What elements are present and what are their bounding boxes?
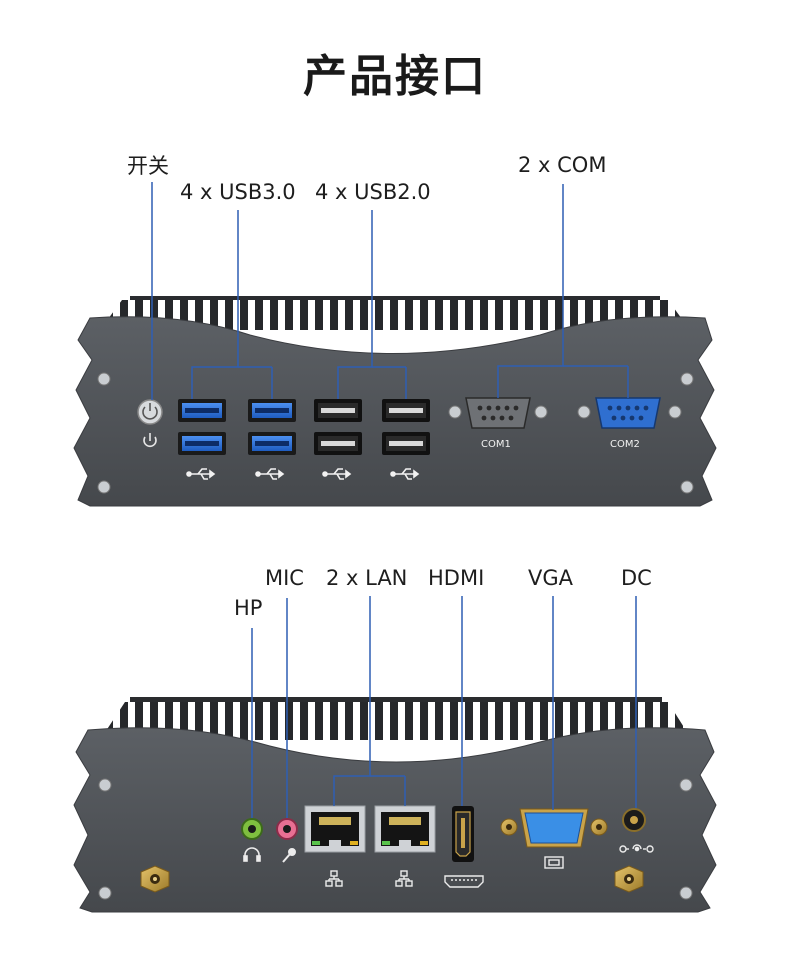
- bottom-callout-lines: [251, 596, 637, 818]
- monitor-icon: [544, 856, 564, 869]
- usb2-port[interactable]: [382, 432, 430, 455]
- usb2-port[interactable]: [382, 399, 430, 422]
- antenna-connector-right[interactable]: [614, 865, 644, 893]
- headphone-jack[interactable]: [241, 818, 263, 840]
- com1-port[interactable]: [448, 397, 548, 429]
- usb3-port[interactable]: [178, 432, 226, 455]
- com1-port-label: COM1: [481, 439, 511, 450]
- network-icon: [325, 870, 343, 887]
- screw-icon: [679, 778, 693, 792]
- lan-port[interactable]: [304, 805, 366, 853]
- bottom-device: [73, 596, 717, 913]
- dc-polarity-icon: [619, 844, 654, 853]
- hdmi-label: HDMI: [428, 566, 485, 590]
- bottom-heatsink-fins: [100, 697, 692, 740]
- hdmi-port[interactable]: [452, 806, 474, 862]
- headphone-icon: [243, 847, 261, 862]
- power-icon: [143, 433, 157, 448]
- lan-port[interactable]: [374, 805, 436, 853]
- microphone-icon: [282, 848, 296, 863]
- screw-icon: [98, 886, 112, 900]
- vga-label: VGA: [528, 566, 574, 590]
- usb2-port[interactable]: [314, 399, 362, 422]
- usb2-port[interactable]: [314, 432, 362, 455]
- mic-jack[interactable]: [276, 818, 298, 840]
- screw-icon: [680, 372, 694, 386]
- screw-icon: [97, 480, 111, 494]
- usb3-port[interactable]: [178, 399, 226, 422]
- top-device: [73, 182, 717, 507]
- usb3-ports: [178, 399, 296, 455]
- dc-label: DC: [621, 566, 652, 590]
- screw-icon: [98, 778, 112, 792]
- com2-port-label: COM2: [610, 439, 640, 450]
- page-title: 产品接口: [303, 51, 487, 102]
- network-icon: [395, 870, 413, 887]
- usb2-label: 4 x USB2.0: [315, 180, 431, 204]
- usb3-port[interactable]: [248, 432, 296, 455]
- antenna-connector-left[interactable]: [140, 865, 170, 893]
- top-heatsink-fins: [100, 296, 690, 330]
- mic-label: MIC: [265, 566, 304, 590]
- vga-port[interactable]: [500, 808, 608, 848]
- usb-icon: [322, 468, 352, 480]
- hdmi-icon: [444, 875, 484, 888]
- usb2-ports: [314, 399, 430, 455]
- com-label: 2 x COM: [518, 153, 607, 177]
- power-label: 开关: [127, 154, 169, 178]
- lan-label: 2 x LAN: [326, 566, 408, 590]
- screw-icon: [680, 480, 694, 494]
- usb3-label: 4 x USB3.0: [180, 180, 296, 204]
- power-button[interactable]: [137, 399, 163, 425]
- screw-icon: [97, 372, 111, 386]
- usb-icon: [255, 468, 285, 480]
- com2-port[interactable]: [577, 397, 682, 429]
- top-callout-lines: [151, 182, 629, 400]
- screw-icon: [679, 886, 693, 900]
- dc-jack[interactable]: [622, 808, 646, 832]
- usb-icon: [390, 468, 420, 480]
- usb3-port[interactable]: [248, 399, 296, 422]
- hp-label: HP: [234, 596, 263, 620]
- usb-icon: [186, 468, 216, 480]
